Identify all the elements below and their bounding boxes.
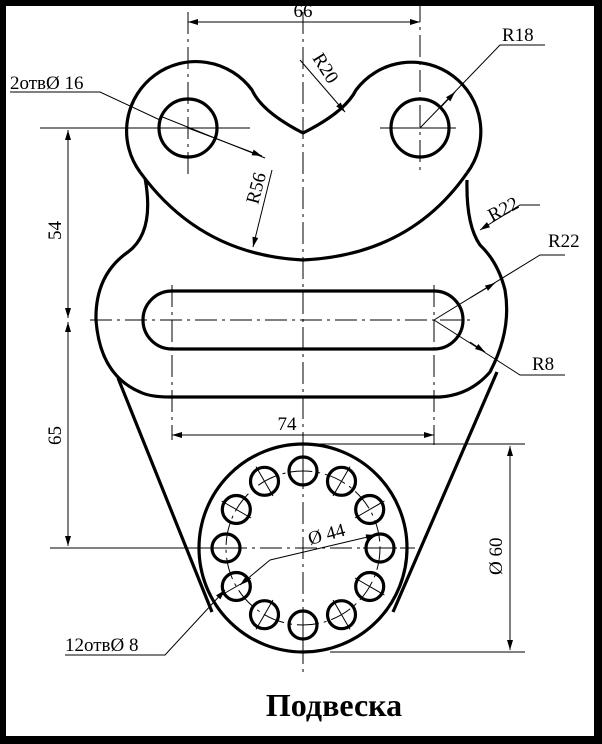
top-hole-right: [389, 97, 451, 159]
part-outline: [94, 60, 509, 654]
dim-66: 66: [294, 1, 313, 22]
dim-top-holes: 2отвØ 16: [10, 73, 84, 94]
dim-r8: R8: [532, 354, 554, 375]
bolt-hole-centerline: [255, 466, 274, 497]
drawing-title: Подвеска: [266, 687, 402, 723]
bolt-hole-centerline: [332, 466, 351, 497]
dim-r22-upper: R22: [484, 193, 522, 226]
bolt-hole: [220, 570, 252, 603]
dim-65: 65: [45, 426, 66, 445]
dim-74: 74: [278, 414, 298, 435]
dim-bolt-circle: Ø 44: [306, 520, 348, 550]
bolt-hole-centerline: [221, 500, 252, 519]
dimension-lines: [10, 19, 565, 656]
bolt-hole-centerline: [354, 577, 385, 596]
bolt-hole: [354, 493, 386, 526]
bolt-hole-centerline: [354, 500, 385, 519]
dim-r18: R18: [502, 25, 534, 46]
dim-bolt-holes: 12отвØ 8: [65, 635, 139, 656]
slot: [141, 289, 465, 351]
bolt-hole: [325, 465, 358, 497]
dim-r20: R20: [308, 50, 343, 88]
bolt-hole-centerline: [332, 599, 351, 630]
bolt-hole: [248, 465, 281, 497]
dim-54: 54: [45, 221, 66, 241]
dim-60: Ø 60: [486, 538, 507, 575]
dim-r22-lower: R22: [548, 231, 580, 252]
bolt-holes: [209, 454, 397, 642]
dim-r56: R56: [243, 170, 271, 206]
bolt-hole: [354, 570, 386, 603]
bolt-hole: [325, 599, 358, 631]
bolt-hole-centerline: [221, 577, 252, 596]
bolt-hole: [220, 493, 252, 526]
bolt-hole-centerline: [255, 599, 274, 630]
bolt-hole: [248, 599, 281, 631]
